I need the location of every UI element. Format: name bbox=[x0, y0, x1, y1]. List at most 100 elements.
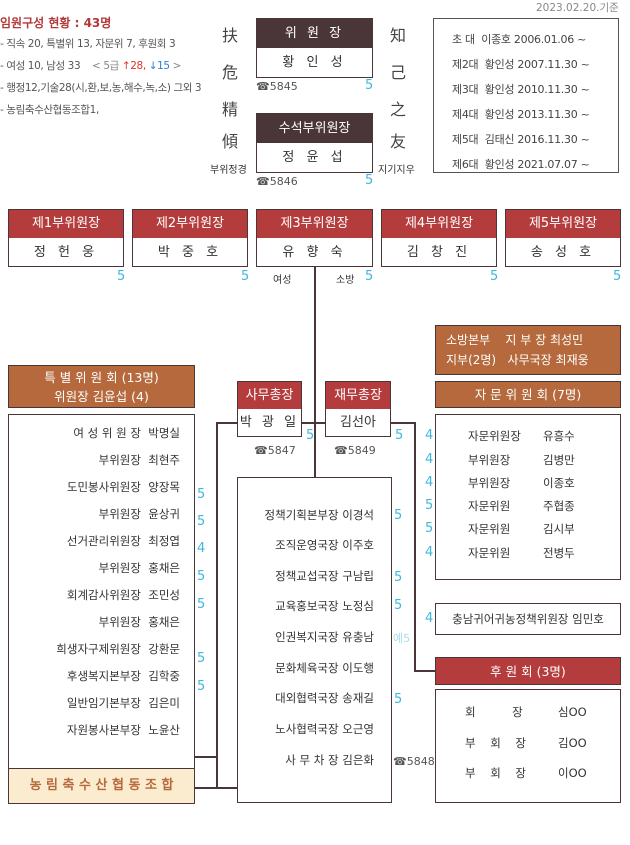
member-row: 여 성 위 원 장 박명실 bbox=[73, 426, 180, 440]
history-row: 제2대 황인성 2007.11.30 ~ bbox=[452, 58, 590, 71]
director-row: 노사협력국장 오근영 bbox=[275, 722, 374, 736]
advisory-header: 자 문 위 원 회 (7명) bbox=[435, 381, 621, 408]
motto-right: 지기지우 bbox=[378, 165, 415, 176]
vice-chair-1-box: 제1부위원장 정 헌 웅 bbox=[8, 209, 124, 267]
date-basis: 2023.02.20.기준 bbox=[536, 2, 619, 14]
member-grade: 4 bbox=[197, 541, 206, 556]
vice-chair-3-box: 제3부위원장 유 향 숙 bbox=[256, 209, 373, 267]
senior-vice-grade: 5 bbox=[365, 173, 374, 188]
advisory-extra: 충남귀어귀농정책위원장 임민호 bbox=[435, 603, 621, 635]
senior-vice-phone: ☎5846 bbox=[256, 175, 298, 188]
member-row: 부위원장 홍채은 bbox=[98, 561, 180, 575]
director-row: 조직운영국장 이주호 bbox=[275, 538, 374, 552]
member-row: 자원봉사본부장 노윤산 bbox=[66, 723, 180, 737]
summary-line-4: - 농림축수산협동조합1, bbox=[0, 104, 99, 116]
director-grade: 5 bbox=[394, 692, 403, 707]
advisory-grade: 4 bbox=[425, 545, 434, 560]
director-row: 정책기획본부장 이경석 bbox=[264, 508, 374, 522]
member-row: 도민봉사위원장 양장목 bbox=[66, 480, 180, 494]
member-row: 선거관리위원장 최정엽 bbox=[66, 534, 180, 548]
secretary-general-phone: ☎5847 bbox=[254, 444, 296, 457]
treasurer-grade: 5 bbox=[395, 428, 404, 443]
director-grade: 5 bbox=[394, 570, 403, 585]
treasurer-phone: ☎5849 bbox=[334, 444, 376, 457]
hanja-right-2: 己 bbox=[390, 63, 407, 82]
directors-box bbox=[237, 477, 392, 803]
chairman-phone: ☎5845 bbox=[256, 80, 298, 93]
vice-chair-1-grade: 5 bbox=[117, 269, 126, 284]
connector-line bbox=[216, 422, 237, 424]
director-row: 사 무 차 장 김은화 bbox=[285, 753, 374, 767]
chairman-box: 위 원 장 황 인 성 bbox=[256, 18, 373, 78]
director-row: 정책교섭국장 구남립 bbox=[275, 569, 374, 583]
summary-line-3: - 행정12,기술28(시,환,보,농,해수,녹,소) 그외 3 bbox=[0, 82, 202, 94]
vice-chair-5-grade: 5 bbox=[613, 269, 622, 284]
member-grade: 5 bbox=[197, 487, 206, 502]
connector-line bbox=[302, 422, 325, 424]
connector-line bbox=[216, 422, 218, 788]
advisory-grade: 4 bbox=[425, 475, 434, 490]
member-row: 일반임기본부장 김은미 bbox=[66, 696, 180, 710]
hanja-right-3: 之 bbox=[390, 100, 407, 119]
fire-branch-box: 소방본부 지 부 장 최성민 지부(2명) 사무국장 최재웅 bbox=[435, 325, 621, 375]
secretary-general-grade: 5 bbox=[306, 428, 315, 443]
advisory-grade: 5 bbox=[425, 521, 434, 536]
vice-chair-2-grade: 5 bbox=[241, 269, 250, 284]
advisory-list bbox=[435, 414, 621, 580]
history-row: 제6대 황인성 2021.07.07 ~ bbox=[452, 158, 590, 171]
supporters-header: 후 원 회 (3명) bbox=[435, 657, 621, 685]
director-grade: 5 bbox=[394, 598, 403, 613]
vice-chair-5-box: 제5부위원장 송 성 호 bbox=[505, 209, 621, 267]
director-row: 인권복지국장 유충남 bbox=[275, 630, 374, 644]
member-row: 희생자구제위원장 강환문 bbox=[56, 642, 180, 656]
history-box: 초 대 이종호 2006.01.06 ~ 제2대 황인성 2007.11.30 … bbox=[433, 18, 619, 173]
supporters-list bbox=[435, 689, 621, 803]
member-grade: 5 bbox=[197, 569, 206, 584]
member-row: 후생복지본부장 김학중 bbox=[66, 669, 180, 683]
connector-line bbox=[391, 422, 415, 424]
motto-left: 부위정경 bbox=[210, 165, 247, 176]
vice-chair-3-grade: 5 bbox=[365, 269, 374, 284]
chairman-grade: 5 bbox=[365, 78, 374, 93]
summary-title: 임원구성 현황 : 43명 bbox=[0, 16, 112, 30]
grade-up: ↑28, bbox=[121, 60, 146, 72]
vice-chair-3-note-right: 소방 bbox=[336, 275, 355, 286]
member-grade: 5 bbox=[197, 679, 206, 694]
connector-line bbox=[195, 756, 217, 758]
hanja-right-4: 友 bbox=[390, 132, 407, 151]
hanja-left-4: 傾 bbox=[222, 132, 239, 151]
history-row: 초 대 이종호 2006.01.06 ~ bbox=[452, 33, 587, 46]
special-committee-list bbox=[8, 414, 195, 770]
advisory-grade: 5 bbox=[425, 498, 434, 513]
history-row: 제4대 황인성 2013.11.30 ~ bbox=[452, 108, 590, 121]
director-row: 교육홍보국장 노정심 bbox=[275, 599, 374, 613]
member-row: 부위원장 윤상귀 bbox=[98, 507, 180, 521]
coop-box: 농 림 축 수 산 협 동 조 합 bbox=[8, 768, 195, 804]
member-grade: 5 bbox=[197, 514, 206, 529]
advisory-grade: 4 bbox=[425, 428, 434, 443]
secretary-general-box: 사무총장 박 광 일 bbox=[237, 381, 302, 437]
advisory-extra-grade: 4 bbox=[425, 611, 434, 626]
director-grade: 예5 bbox=[393, 632, 411, 645]
member-grade: 5 bbox=[197, 651, 206, 666]
hanja-left-3: 精 bbox=[222, 100, 239, 119]
connector-line bbox=[414, 670, 435, 672]
director-grade: 5 bbox=[394, 508, 403, 523]
vice-chair-4-grade: 5 bbox=[490, 269, 499, 284]
director-row: 대외협력국장 송재길 bbox=[275, 691, 374, 705]
director-row: 문화체육국장 이도행 bbox=[275, 661, 374, 675]
summary-line-2: - 여성 10, 남성 33 < 5급 ↑28, ↓15 > bbox=[0, 60, 182, 72]
vice-chair-4-box: 제4부위원장 김 창 진 bbox=[381, 209, 497, 267]
connector-line bbox=[414, 422, 416, 672]
vice-chair-3-note-left: 여성 bbox=[273, 275, 292, 286]
member-row: 부위원장 최현주 bbox=[98, 453, 180, 467]
connector-line bbox=[195, 787, 237, 789]
